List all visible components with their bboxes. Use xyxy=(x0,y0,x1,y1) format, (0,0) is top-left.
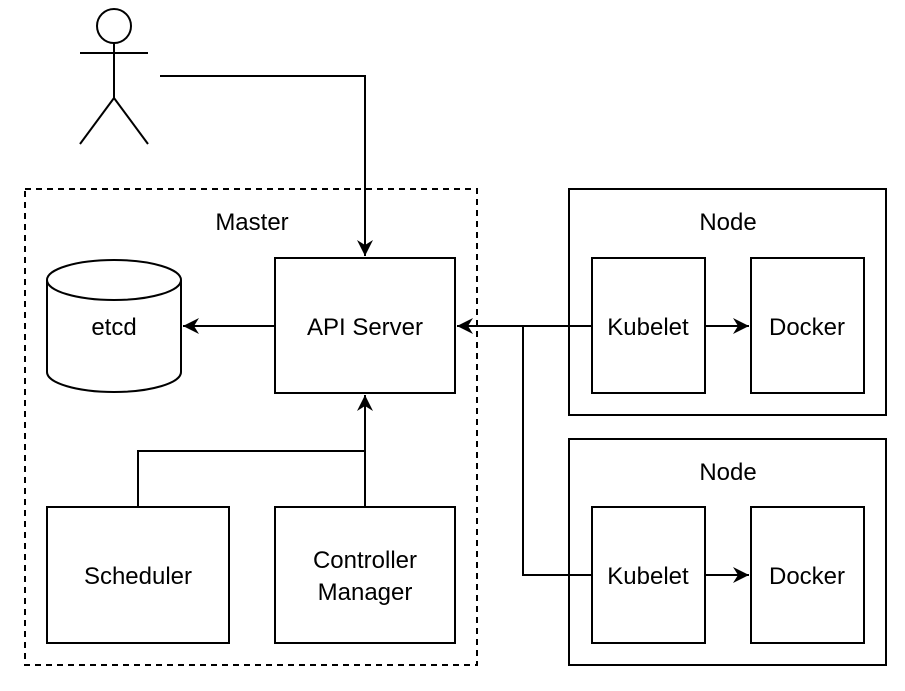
controller-manager-label-line1: Controller xyxy=(313,547,417,574)
api-server-box[interactable]: API Server xyxy=(274,257,456,394)
node-1-docker-label: Docker xyxy=(769,314,845,341)
user-actor-icon xyxy=(79,8,149,145)
node-2-docker-box[interactable]: Docker xyxy=(750,506,865,644)
node-1-container: Node Kubelet Docker xyxy=(568,188,887,416)
etcd-database[interactable]: etcd xyxy=(46,259,182,393)
node-1-docker-box[interactable]: Docker xyxy=(750,257,865,394)
node-1-label: Node xyxy=(699,209,756,236)
api-server-label: API Server xyxy=(307,314,423,341)
scheduler-box[interactable]: Scheduler xyxy=(46,506,230,644)
node-2-kubelet-box[interactable]: Kubelet xyxy=(591,506,706,644)
node-1-kubelet-label: Kubelet xyxy=(607,314,689,341)
controller-manager-label-line2: Manager xyxy=(318,579,413,606)
user-to-api-server-arrow xyxy=(160,75,373,256)
node-2-kubelet-to-api-server-line xyxy=(522,326,592,576)
scheduler-to-api-server-arrow xyxy=(137,395,373,507)
node-1-kubelet-box[interactable]: Kubelet xyxy=(591,257,706,394)
node-2-container: Node Kubelet Docker xyxy=(568,438,887,666)
node-2-kubelet-label: Kubelet xyxy=(607,563,689,590)
controller-manager-box[interactable]: Controller Manager xyxy=(274,506,456,644)
etcd-label: etcd xyxy=(91,314,136,341)
node-2-docker-label: Docker xyxy=(769,563,845,590)
node-2-label: Node xyxy=(699,459,756,486)
scheduler-label: Scheduler xyxy=(84,563,192,590)
master-container xyxy=(24,188,478,666)
master-label: Master xyxy=(215,209,288,236)
